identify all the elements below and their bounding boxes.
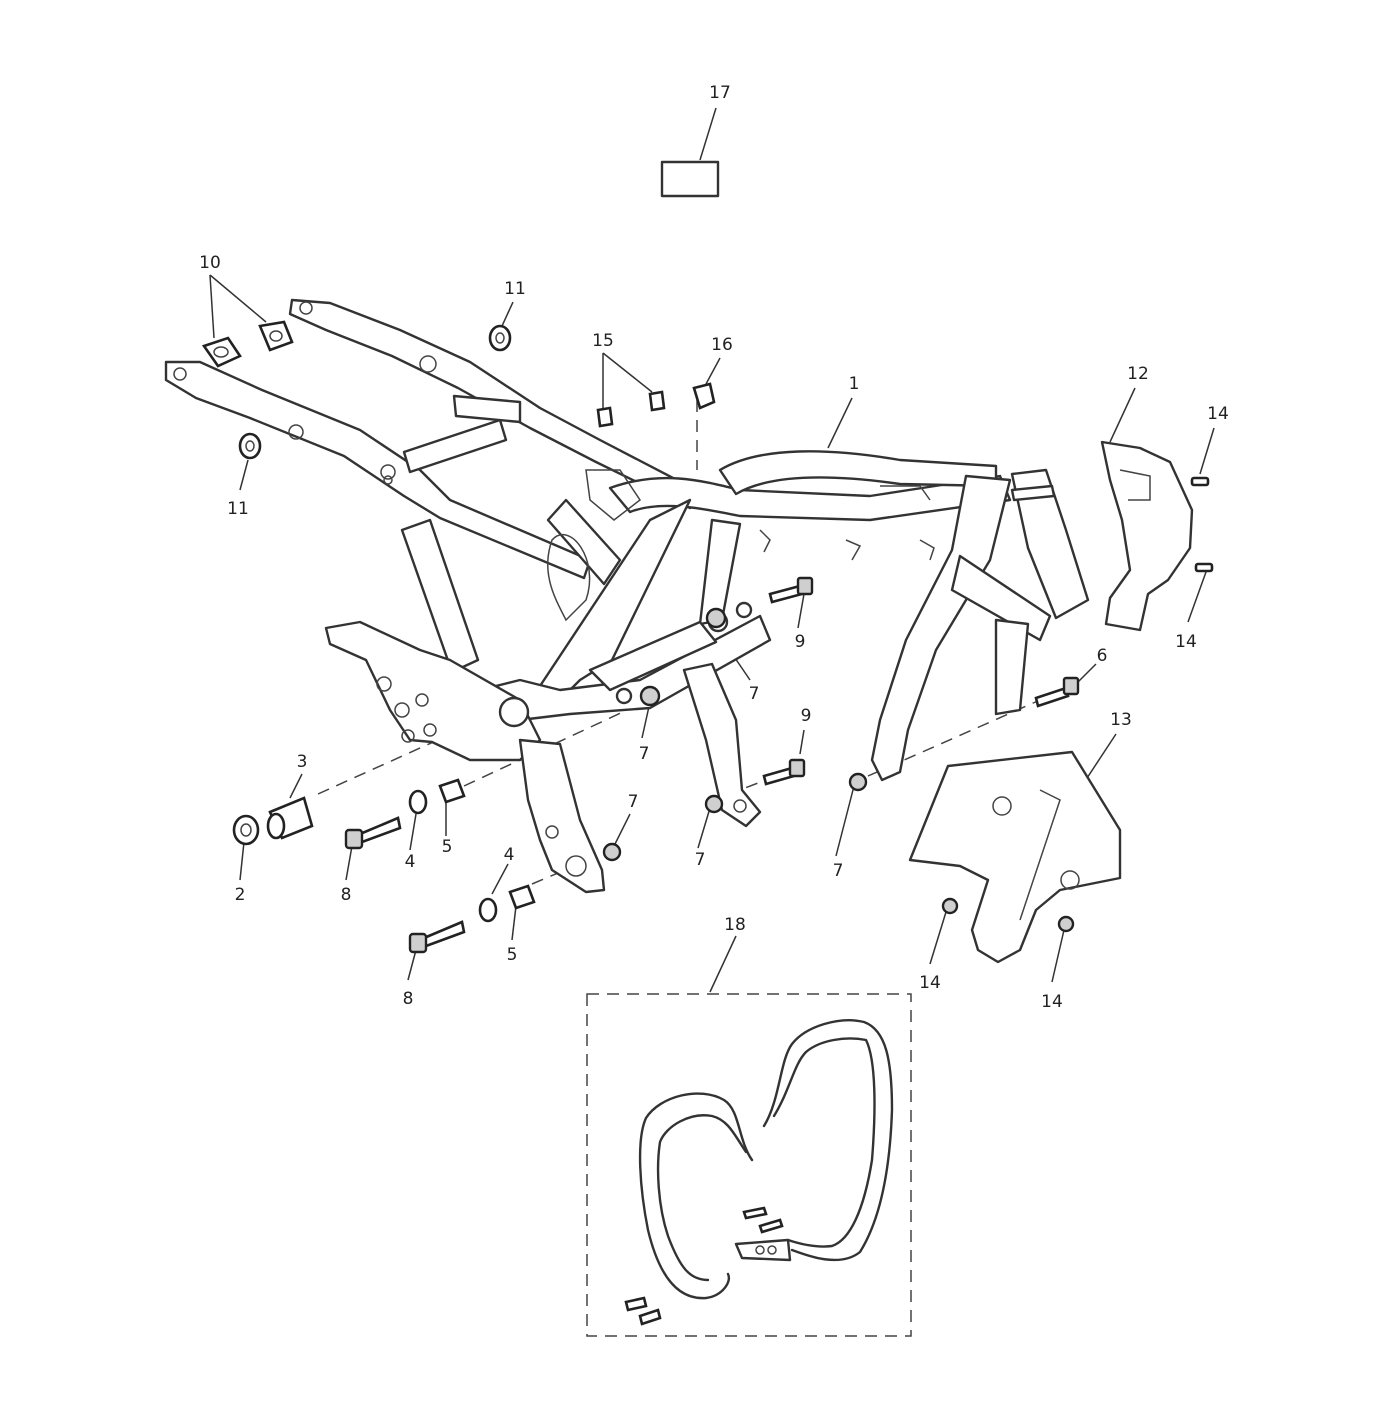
cable-clamp	[692, 382, 716, 410]
callout-3: 3	[297, 752, 308, 772]
callout-18: 18	[724, 915, 746, 935]
bushings	[408, 778, 536, 923]
callout-9-upper: 9	[795, 632, 806, 652]
callout-7-d: 7	[695, 850, 706, 870]
callout-12: 12	[1127, 364, 1149, 384]
long-bolts	[344, 816, 466, 954]
callout-14-top: 14	[1207, 404, 1229, 424]
callout-5-upper: 5	[442, 837, 453, 857]
callout-11-left: 11	[227, 499, 249, 519]
callout-4-lower: 4	[504, 845, 515, 865]
kit-bolts	[624, 1206, 784, 1326]
callout-10: 10	[199, 253, 221, 273]
callout-14-right: 14	[1175, 632, 1197, 652]
bolts-right	[762, 576, 1080, 786]
adjuster	[232, 796, 314, 846]
callout-14-lower-left: 14	[919, 973, 941, 993]
callout-17: 17	[709, 83, 731, 103]
crash-bar-kit-box	[586, 993, 912, 1337]
frame-cover	[908, 750, 1122, 964]
callout-7-a: 7	[749, 684, 760, 704]
callout-2: 2	[235, 885, 246, 905]
callout-4-upper: 4	[405, 852, 416, 872]
label-plate	[660, 160, 720, 198]
callout-15: 15	[592, 331, 614, 351]
callout-8-lower: 8	[403, 989, 414, 1009]
callout-14-lower-right: 14	[1041, 992, 1063, 1012]
callout-5-lower: 5	[507, 945, 518, 965]
callout-7-b: 7	[639, 744, 650, 764]
main-frame	[164, 298, 1090, 894]
callout-11-top: 11	[504, 279, 526, 299]
callout-7-e: 7	[833, 861, 844, 881]
screws-upper	[1190, 476, 1214, 573]
callout-labels: 17 10 11 11 15 16 1 12 14 14 9 6 7 7 9 1…	[199, 83, 1229, 1012]
crash-bars	[638, 1019, 894, 1300]
callout-6: 6	[1097, 646, 1108, 666]
callout-8-upper: 8	[341, 885, 352, 905]
washers	[238, 324, 512, 460]
head-cover	[1100, 440, 1194, 632]
callout-13: 13	[1110, 710, 1132, 730]
callout-1: 1	[849, 374, 860, 394]
nuts-lower	[941, 897, 1075, 933]
nuts	[602, 607, 868, 862]
callout-7-c: 7	[628, 792, 639, 812]
clips	[596, 390, 666, 428]
leader-lines	[209, 107, 1215, 993]
callout-9-lower: 9	[801, 706, 812, 726]
grommet-pair	[201, 320, 294, 368]
callout-16: 16	[711, 335, 733, 355]
